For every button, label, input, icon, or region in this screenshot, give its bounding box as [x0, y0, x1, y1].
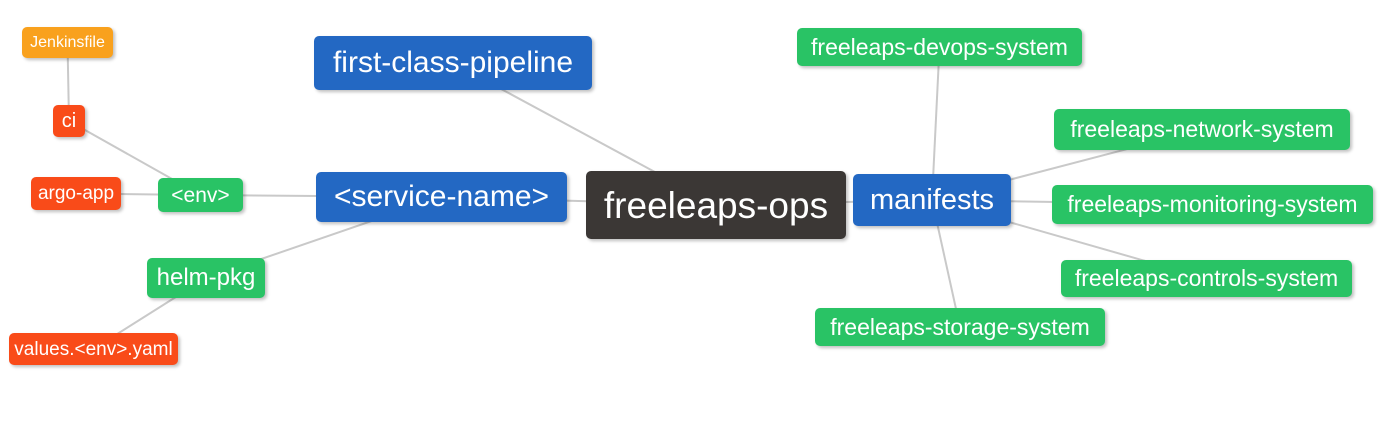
- node-freeleaps-storage-system[interactable]: freeleaps-storage-system: [815, 308, 1105, 346]
- node-label: Jenkinsfile: [30, 33, 105, 51]
- node-manifests[interactable]: manifests: [853, 174, 1011, 226]
- node-freeleaps-network-system[interactable]: freeleaps-network-system: [1054, 109, 1350, 150]
- node-label: freeleaps-ops: [603, 184, 829, 226]
- node-label: values.<env>.yaml: [14, 338, 173, 360]
- node-env[interactable]: <env>: [158, 178, 243, 212]
- node-label: freeleaps-network-system: [1070, 116, 1334, 142]
- node-first-class-pipeline[interactable]: first-class-pipeline: [314, 36, 592, 90]
- node-freeleaps-monitoring-system[interactable]: freeleaps-monitoring-system: [1052, 185, 1373, 224]
- node-label: freeleaps-storage-system: [830, 313, 1090, 340]
- node-label: ci: [61, 110, 77, 132]
- node-freeleaps-controls-system[interactable]: freeleaps-controls-system: [1061, 260, 1352, 297]
- node-helm-pkg[interactable]: helm-pkg: [147, 258, 265, 298]
- node-label: helm-pkg: [156, 264, 256, 291]
- node-values-env-yaml[interactable]: values.<env>.yaml: [9, 333, 178, 365]
- node-service-name[interactable]: <service-name>: [316, 172, 567, 222]
- node-label: <service-name>: [333, 180, 550, 213]
- node-label: freeleaps-monitoring-system: [1067, 191, 1358, 217]
- node-label: manifests: [869, 183, 995, 216]
- node-label: first-class-pipeline: [332, 46, 574, 79]
- node-freeleaps-devops-system[interactable]: freeleaps-devops-system: [797, 28, 1082, 66]
- node-label: <env>: [171, 183, 230, 207]
- node-argo-app[interactable]: argo-app: [31, 177, 121, 210]
- node-jenkinsfile[interactable]: Jenkinsfile: [22, 27, 113, 58]
- node-ci[interactable]: ci: [53, 105, 85, 137]
- node-label: argo-app: [37, 183, 115, 204]
- node-label: freeleaps-controls-system: [1074, 265, 1339, 291]
- node-label: freeleaps-devops-system: [811, 33, 1068, 60]
- node-freeleaps-ops[interactable]: freeleaps-ops: [586, 171, 846, 239]
